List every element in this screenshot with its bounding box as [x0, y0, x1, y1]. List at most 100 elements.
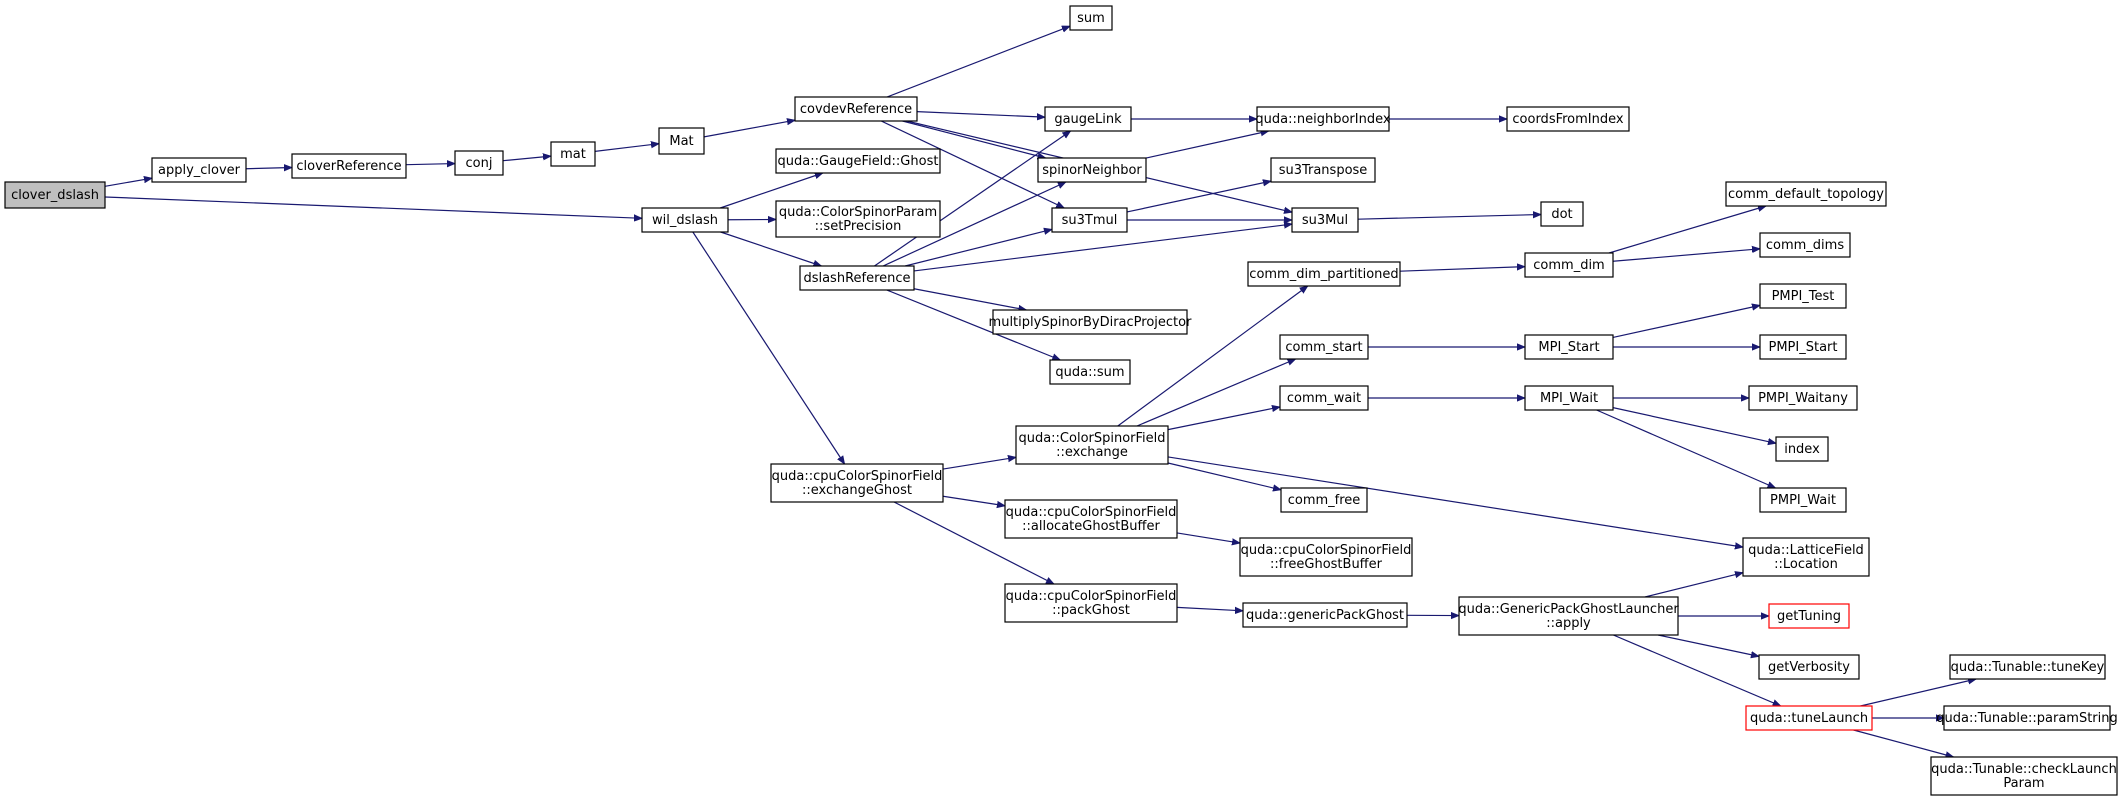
- node-label: comm_default_topology: [1728, 187, 1884, 202]
- node-comm_start[interactable]: comm_start: [1279, 334, 1369, 360]
- edge-su3Mul-to-dot: [1357, 215, 1541, 220]
- node-label: PMPI_Waitany: [1758, 391, 1848, 406]
- node-qudaSum[interactable]: quda::sum: [1049, 359, 1131, 385]
- edge-exchange-to-comm_dim_partitioned: [1117, 286, 1308, 427]
- node-clover_dslash[interactable]: clover_dslash: [4, 181, 106, 209]
- edge-comm_dim-to-comm_default_topology: [1608, 206, 1766, 254]
- node-su3Tmul[interactable]: su3Tmul: [1051, 207, 1128, 233]
- node-box: [1051, 207, 1128, 233]
- node-box: [1004, 499, 1178, 539]
- node-dslashReference[interactable]: dslashReference: [799, 265, 915, 291]
- node-cloverReference[interactable]: cloverReference: [291, 153, 407, 179]
- edge-apply_clover-to-cloverReference: [245, 168, 292, 169]
- node-multiplySpinor[interactable]: multiplySpinorByDiracProjector: [989, 309, 1193, 335]
- node-label: quda::genericPackGhost: [1246, 608, 1404, 623]
- node-label: getTuning: [1777, 609, 1841, 624]
- node-box: [454, 150, 504, 176]
- node-box: [1930, 756, 2118, 796]
- edge-dslashReference-to-spinorNeighbor: [882, 181, 1066, 267]
- edge-clover_dslash-to-apply_clover: [104, 178, 152, 187]
- node-box: [1004, 583, 1178, 623]
- call-edges: [104, 25, 1976, 757]
- node-covdevReference[interactable]: covdevReference: [794, 96, 918, 122]
- node-GaugeFieldGhost[interactable]: quda::GaugeField::Ghost: [775, 148, 941, 174]
- node-PMPI_Waitany[interactable]: PMPI_Waitany: [1748, 385, 1858, 411]
- node-conj[interactable]: conj: [454, 150, 504, 176]
- node-MPI_Wait[interactable]: MPI_Wait: [1524, 385, 1614, 411]
- node-box: [1745, 705, 1873, 731]
- edge-comm_dim-to-comm_dims: [1612, 249, 1760, 262]
- node-exchange[interactable]: quda::ColorSpinorField::exchange: [1015, 425, 1169, 465]
- node-comm_free[interactable]: comm_free: [1280, 487, 1368, 513]
- node-label: comm_dim_partitioned: [1249, 267, 1398, 282]
- edge-comm_dim_partitioned-to-comm_dim: [1399, 267, 1525, 272]
- node-sum[interactable]: sum: [1069, 5, 1113, 31]
- node-comm_default_topology[interactable]: comm_default_topology: [1725, 181, 1887, 207]
- edge-covdevReference-to-gaugeLink: [916, 111, 1045, 118]
- node-PMPI_Wait[interactable]: PMPI_Wait: [1759, 487, 1847, 513]
- node-box: [1279, 334, 1369, 360]
- edge-clover_dslash-to-wil_dslash: [104, 196, 642, 218]
- node-label: coordsFromIndex: [1512, 112, 1623, 127]
- edge-exchange-to-comm_start: [1136, 358, 1296, 427]
- node-gaugeLink[interactable]: gaugeLink: [1044, 106, 1132, 132]
- node-comm_dim_partitioned[interactable]: comm_dim_partitioned: [1247, 261, 1401, 287]
- node-tuneKey[interactable]: quda::Tunable::tuneKey: [1949, 654, 2106, 680]
- node-label: sum: [1077, 11, 1105, 26]
- node-box: [1256, 106, 1390, 132]
- call-nodes: clover_dslash apply_clover cloverReference…: [4, 5, 2118, 796]
- node-setPrecision[interactable]: quda::ColorSpinorParam::setPrecision: [775, 200, 941, 238]
- node-allocateGhostBuffer[interactable]: quda::cpuColorSpinorField::allocateGhost…: [1004, 499, 1178, 539]
- node-PMPI_Start[interactable]: PMPI_Start: [1759, 334, 1847, 360]
- node-apply_clover[interactable]: apply_clover: [151, 157, 247, 183]
- node-label: quda::Tunable::paramString: [1936, 711, 2118, 726]
- edge-covdevReference-to-su3Tmul: [880, 120, 1064, 209]
- node-index[interactable]: index: [1775, 436, 1829, 462]
- edge-MPI_Start-to-PMPI_Test: [1612, 305, 1760, 338]
- node-getTuning[interactable]: getTuning: [1768, 603, 1850, 629]
- node-label: comm_wait: [1287, 391, 1361, 406]
- node-comm_wait[interactable]: comm_wait: [1279, 385, 1369, 411]
- node-box: [151, 157, 247, 183]
- node-box: [1506, 106, 1630, 132]
- node-box: [1279, 385, 1369, 411]
- node-box: [641, 207, 729, 233]
- node-label: index: [1784, 442, 1820, 457]
- edge-tuneLaunch-to-checkLaunchParam: [1853, 729, 1953, 757]
- edge-exchangeGhost-to-exchange: [942, 457, 1016, 470]
- node-LatticeFieldLocation[interactable]: quda::LatticeField::Location: [1742, 537, 1870, 577]
- node-exchangeGhost[interactable]: quda::cpuColorSpinorField::exchangeGhost: [770, 463, 944, 503]
- edge-packGhost-to-genericPackGhost: [1176, 607, 1243, 610]
- node-freeGhostBuffer[interactable]: quda::cpuColorSpinorField::freeGhostBuff…: [1239, 537, 1413, 577]
- node-Mat[interactable]: Mat: [658, 127, 705, 155]
- node-label: dot: [1551, 207, 1572, 222]
- node-coordsFromIndex[interactable]: coordsFromIndex: [1506, 106, 1630, 132]
- node-box: [1270, 157, 1376, 183]
- node-label: multiplySpinorByDiracProjector: [989, 315, 1193, 330]
- node-comm_dim[interactable]: comm_dim: [1524, 252, 1614, 278]
- node-su3Transpose[interactable]: su3Transpose: [1270, 157, 1376, 183]
- node-GenericPackGhostLauncher[interactable]: quda::GenericPackGhostLauncher::apply: [1458, 596, 1679, 636]
- node-mat[interactable]: mat: [550, 141, 596, 167]
- node-getVerbosity[interactable]: getVerbosity: [1758, 654, 1860, 680]
- node-box: [1458, 596, 1679, 636]
- node-su3Mul[interactable]: su3Mul: [1291, 207, 1359, 233]
- node-packGhost[interactable]: quda::cpuColorSpinorField::packGhost: [1004, 583, 1178, 623]
- edge-GenericPackGhostLauncher-to-getVerbosity: [1657, 634, 1759, 656]
- node-box: [1759, 283, 1847, 309]
- node-label: su3Tmul: [1062, 213, 1118, 228]
- node-label: spinorNeighbor: [1042, 163, 1142, 178]
- node-neighborIndex[interactable]: quda::neighborIndex: [1255, 106, 1391, 132]
- node-genericPackGhost[interactable]: quda::genericPackGhost: [1242, 602, 1408, 628]
- node-tuneLaunch[interactable]: quda::tuneLaunch: [1745, 705, 1873, 731]
- node-MPI_Start[interactable]: MPI_Start: [1524, 334, 1614, 360]
- node-dot[interactable]: dot: [1540, 201, 1584, 227]
- node-spinorNeighbor[interactable]: spinorNeighbor: [1037, 157, 1147, 183]
- node-wil_dslash[interactable]: wil_dslash: [641, 207, 729, 233]
- edge-dslashReference-to-su3Tmul: [904, 229, 1052, 267]
- node-comm_dims[interactable]: comm_dims: [1759, 232, 1851, 258]
- node-box: [1759, 334, 1847, 360]
- node-paramString[interactable]: quda::Tunable::paramString: [1936, 705, 2118, 731]
- node-PMPI_Test[interactable]: PMPI_Test: [1759, 283, 1847, 309]
